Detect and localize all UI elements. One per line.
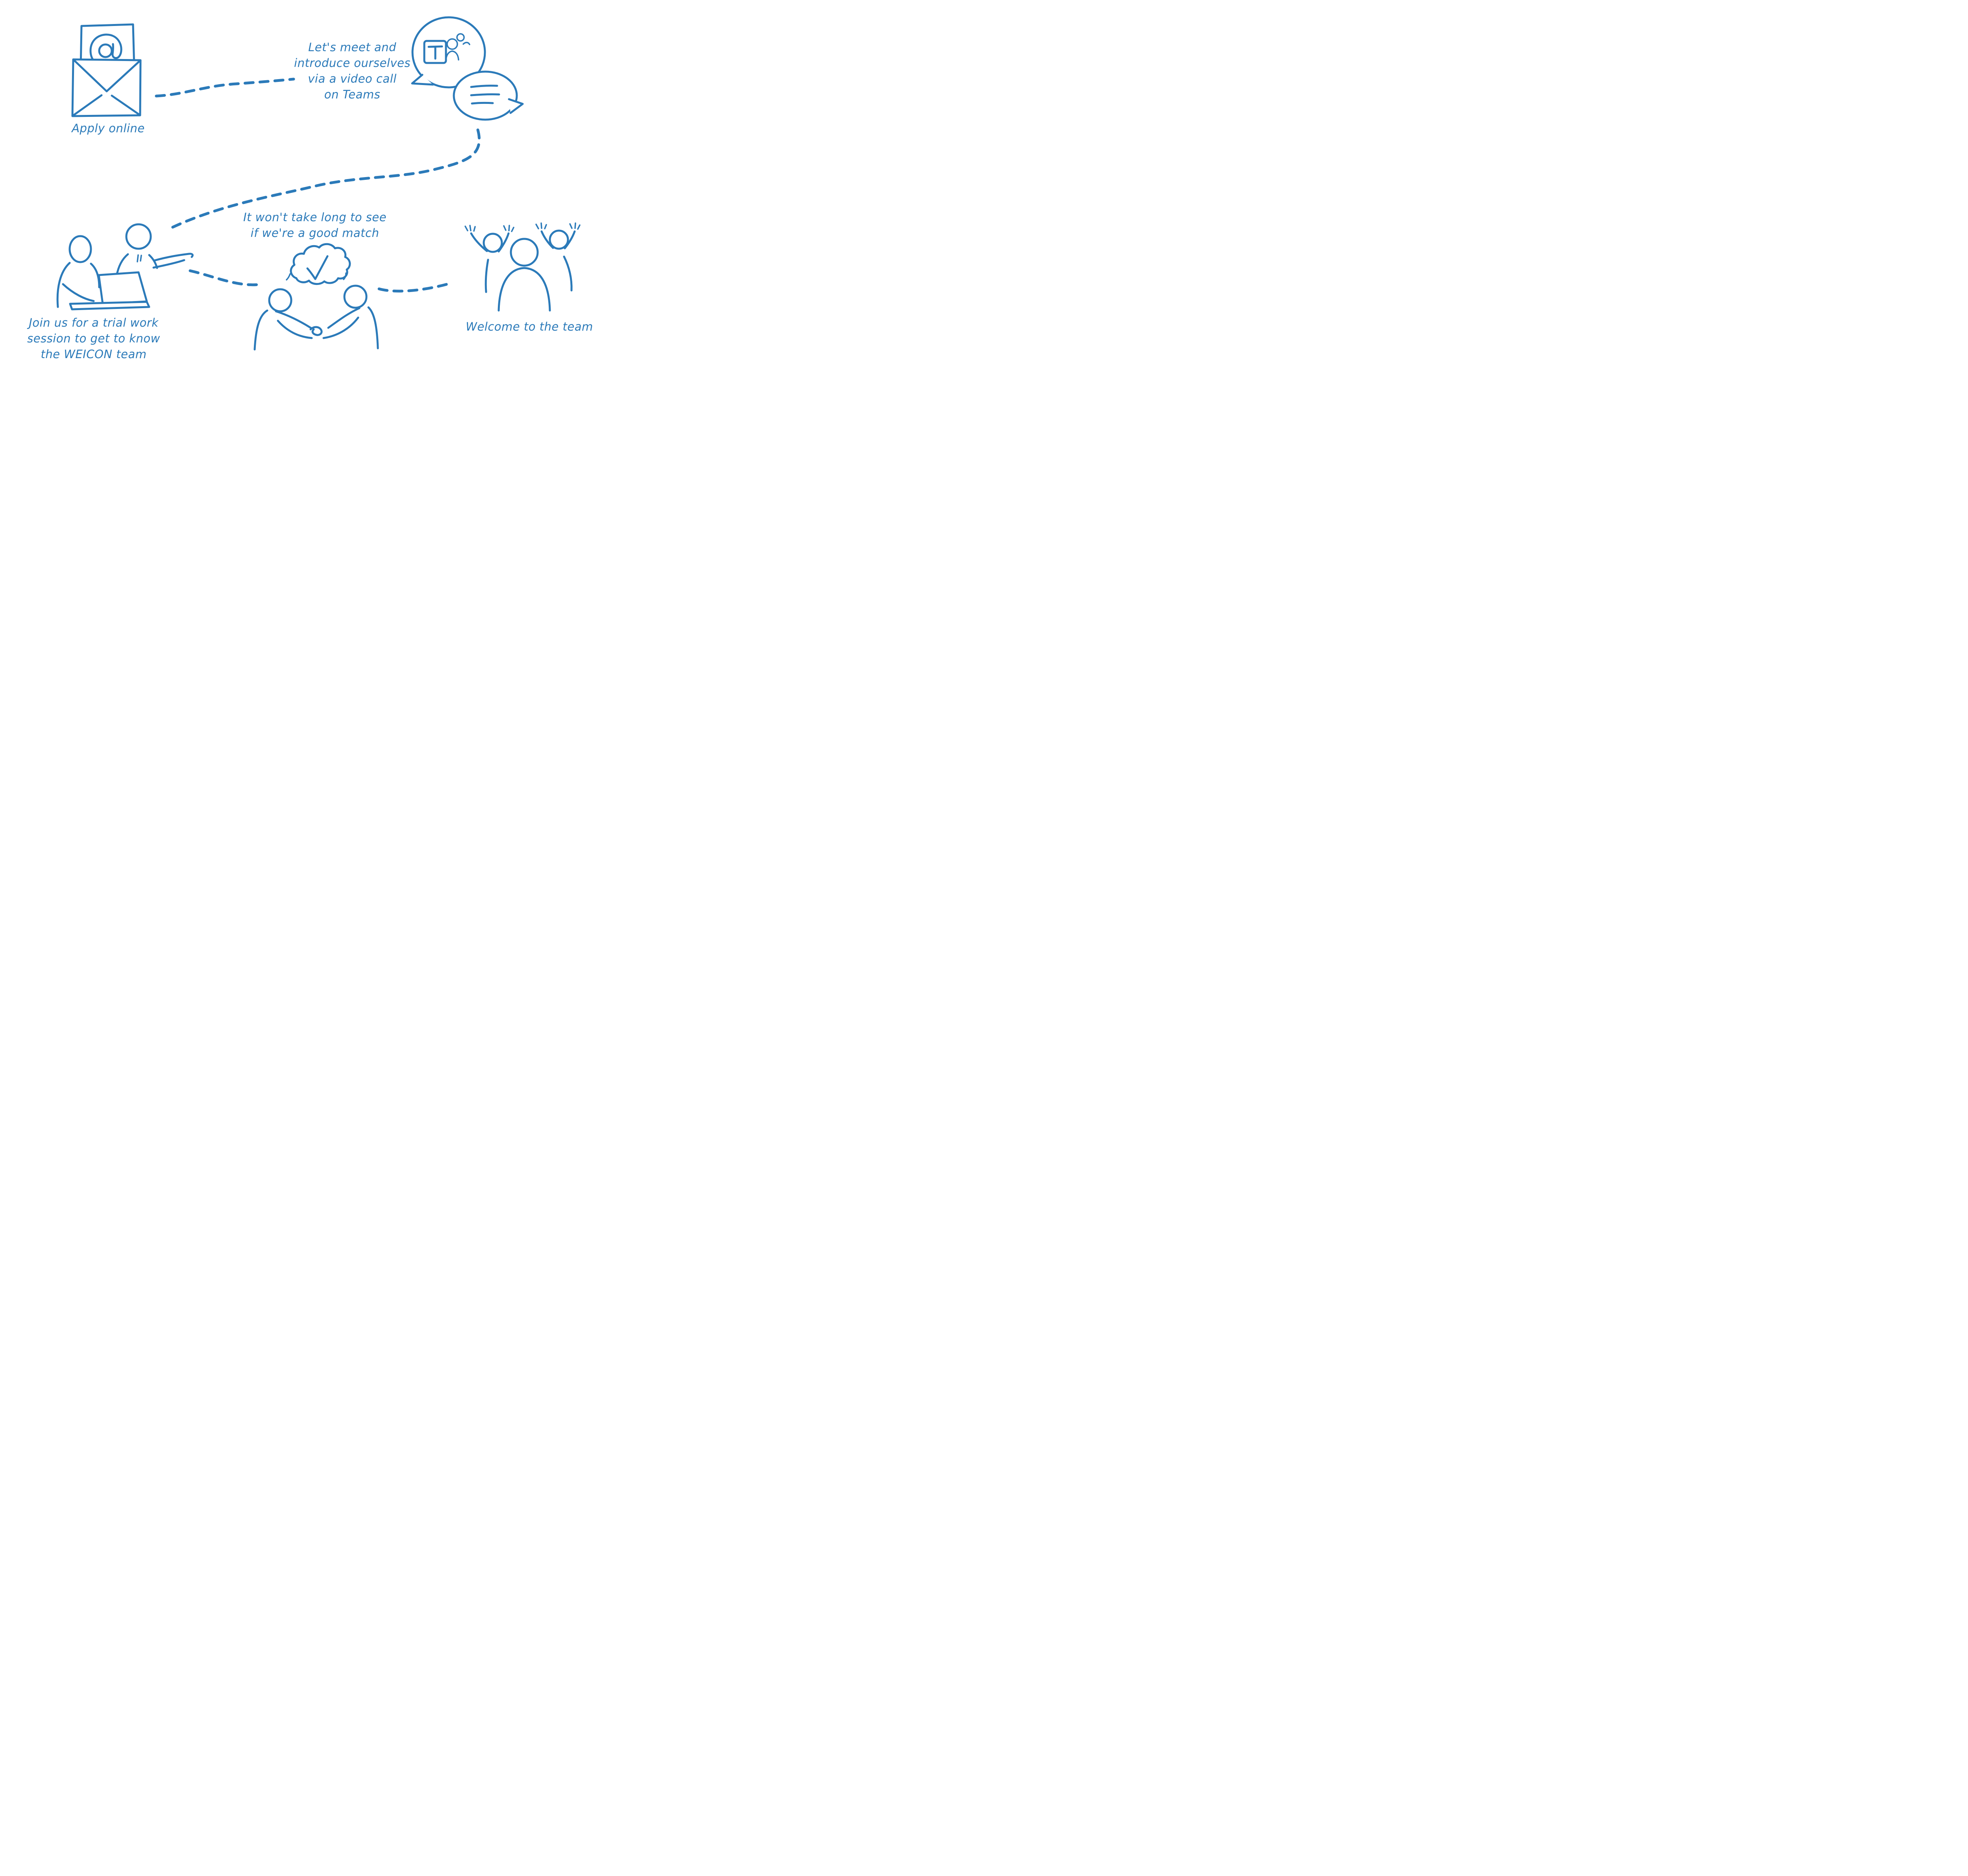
trial-work-laptop-icon <box>56 223 194 311</box>
connector-trial-to-match <box>189 269 264 286</box>
connector-apply-to-call <box>155 78 295 98</box>
flow-connectors <box>155 78 481 293</box>
email-envelope-icon <box>71 23 142 117</box>
caption-line: It won't take long to see <box>243 211 387 224</box>
caption-line: Join us for a trial work <box>29 316 159 329</box>
process-diagram: Apply online Let's meet and introduce ou… <box>0 0 607 375</box>
caption-trial-work: Join us for a trial work session to get … <box>23 315 165 362</box>
caption-video-call: Let's meet and introduce ourselves via a… <box>291 39 413 102</box>
caption-line: on Teams <box>324 88 381 101</box>
diagram-artwork <box>56 16 581 351</box>
caption-line: session to get to know <box>27 332 160 345</box>
handshake-thought-check-icon <box>253 243 379 351</box>
connector-match-to-welcome <box>377 281 454 293</box>
caption-line: Let's meet and <box>308 41 396 54</box>
caption-line: the WEICON team <box>41 347 147 361</box>
caption-line: Apply online <box>72 122 145 135</box>
connector-call-to-trial <box>169 128 481 230</box>
caption-line: via a video call <box>308 72 397 85</box>
caption-welcome: Welcome to the team <box>462 319 596 335</box>
teams-chat-bubbles-icon <box>411 16 524 121</box>
caption-line: introduce ourselves <box>294 56 411 70</box>
team-celebration-icon <box>464 222 581 312</box>
caption-good-match: It won't take long to see if we're a goo… <box>243 209 387 241</box>
caption-apply-online: Apply online <box>51 120 165 136</box>
caption-line: Welcome to the team <box>466 320 593 333</box>
caption-line: if we're a good match <box>250 226 379 240</box>
